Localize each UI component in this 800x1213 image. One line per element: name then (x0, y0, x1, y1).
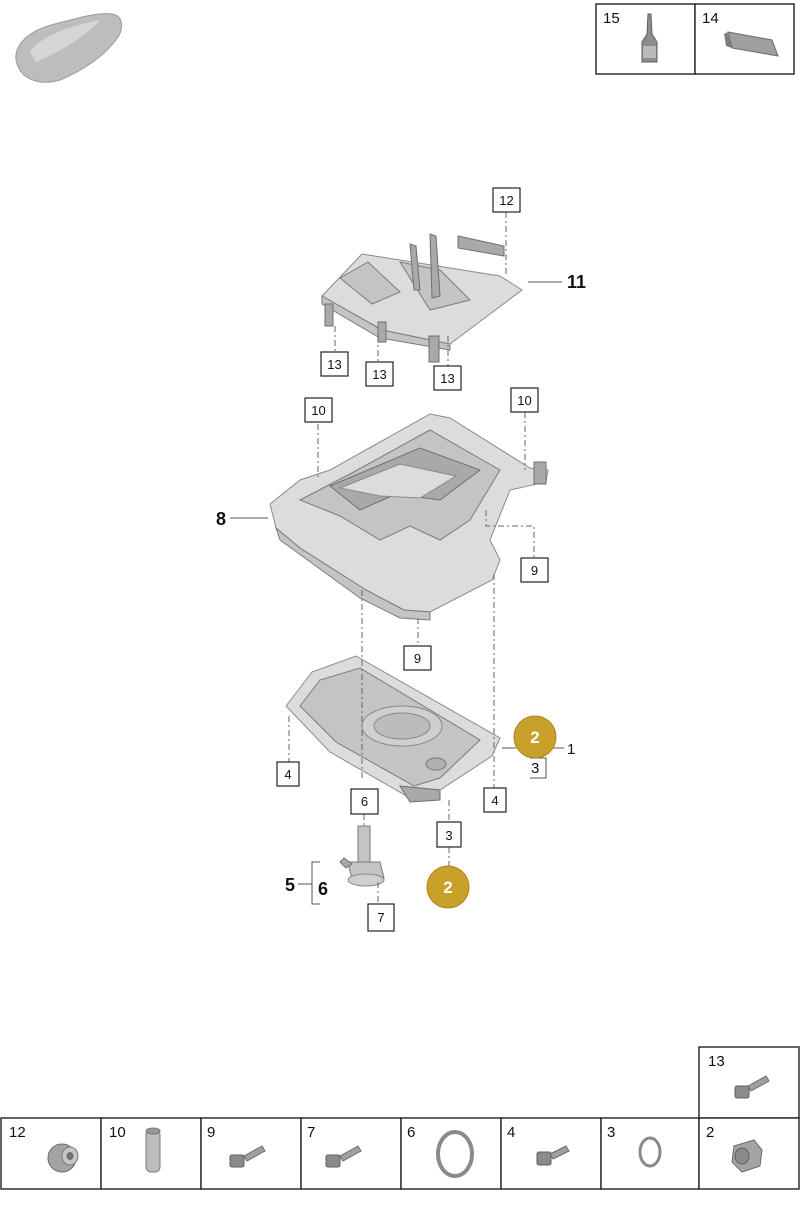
part-11-baffle[interactable] (321, 233, 523, 363)
callout-13a[interactable]: 13 (320, 351, 349, 377)
tile-7-number: 7 (307, 1124, 315, 1141)
sealing-ring-icon (638, 1136, 662, 1168)
callout-4b-label: 4 (491, 793, 498, 808)
tile-2[interactable]: 2 (698, 1117, 800, 1190)
top-tile-15[interactable]: 15 (595, 3, 696, 75)
part-8-oil-pan-upper[interactable] (269, 413, 549, 621)
tile-10[interactable]: 10 (100, 1117, 202, 1190)
bolt-icon (734, 1075, 770, 1099)
callout-2a-badge[interactable]: 2 (513, 715, 557, 759)
callout-10a-label: 10 (311, 403, 325, 418)
tile-3-number: 3 (607, 1124, 615, 1141)
part-5-drain-assembly[interactable] (339, 825, 385, 887)
tile-3[interactable]: 3 (600, 1117, 700, 1190)
callout-13b-label: 13 (372, 367, 386, 382)
tile-6-number: 6 (407, 1124, 415, 1141)
tile-9[interactable]: 9 (200, 1117, 302, 1190)
callout-9b[interactable]: 9 (403, 645, 432, 671)
callout-9a-label: 9 (531, 563, 538, 578)
callout-6b-label[interactable]: 6 (318, 879, 328, 899)
callout-3a-label[interactable]: 3 (531, 760, 539, 777)
callout-13c[interactable]: 13 (433, 365, 462, 391)
callout-13c-label: 13 (440, 371, 454, 386)
callout-7-label: 7 (377, 910, 384, 925)
callout-13a-label: 13 (327, 357, 341, 372)
callout-7[interactable]: 7 (367, 903, 395, 932)
oil-bottle-icon (641, 13, 658, 63)
tile-4[interactable]: 4 (500, 1117, 602, 1190)
callout-3b[interactable]: 3 (436, 821, 462, 848)
callout-8-label[interactable]: 8 (216, 509, 226, 529)
bolt-icon (325, 1145, 362, 1168)
car-silhouette-icon (15, 13, 122, 83)
top-tile-14-number: 14 (702, 10, 719, 27)
bolt-icon (229, 1145, 266, 1168)
callout-3b-label: 3 (445, 828, 452, 843)
tile-6[interactable]: 6 (400, 1117, 502, 1190)
tile-7[interactable]: 7 (300, 1117, 402, 1190)
callout-2b-badge[interactable]: 2 (426, 865, 470, 909)
callout-6a[interactable]: 6 (350, 788, 379, 815)
sleeve-icon (47, 1143, 79, 1173)
callout-13b[interactable]: 13 (365, 361, 394, 387)
callout-5-label[interactable]: 5 (285, 875, 295, 895)
callout-6a-label: 6 (361, 794, 368, 809)
top-tile-14[interactable]: 14 (694, 3, 795, 75)
leader-lines (230, 212, 564, 905)
top-tile-15-number: 15 (603, 10, 620, 27)
tile-13-number: 13 (708, 1053, 725, 1070)
callout-11-label[interactable]: 11 (567, 272, 586, 292)
tile-12[interactable]: 12 (0, 1117, 102, 1190)
part-1-oil-pan-lower[interactable] (285, 655, 501, 803)
callout-12-label: 12 (499, 193, 513, 208)
callout-1-label[interactable]: 1 (567, 741, 575, 758)
sealant-tube-icon (724, 31, 779, 57)
callout-4a[interactable]: 4 (276, 761, 300, 787)
callout-2a-label: 2 (530, 728, 539, 747)
callout-9a[interactable]: 9 (520, 557, 549, 583)
tile-12-number: 12 (9, 1124, 26, 1141)
callout-2b-label: 2 (443, 878, 452, 897)
tile-13[interactable]: 13 (698, 1046, 800, 1119)
tile-10-number: 10 (109, 1124, 126, 1141)
callout-4b[interactable]: 4 (483, 787, 507, 813)
drain-plug-icon (731, 1139, 763, 1173)
tile-9-number: 9 (207, 1124, 215, 1141)
callout-10b[interactable]: 10 (510, 387, 539, 413)
dowel-pin-icon (145, 1127, 161, 1173)
o-ring-icon (436, 1130, 474, 1178)
bolt-icon (536, 1145, 570, 1166)
callout-12[interactable]: 12 (492, 187, 521, 213)
callout-4a-label: 4 (284, 767, 291, 782)
tile-4-number: 4 (507, 1124, 515, 1141)
tile-2-number: 2 (706, 1124, 714, 1141)
callout-10b-label: 10 (517, 393, 531, 408)
callout-10a[interactable]: 10 (304, 397, 333, 423)
tile-13-frame (698, 1046, 800, 1119)
callout-9b-label: 9 (414, 651, 421, 666)
